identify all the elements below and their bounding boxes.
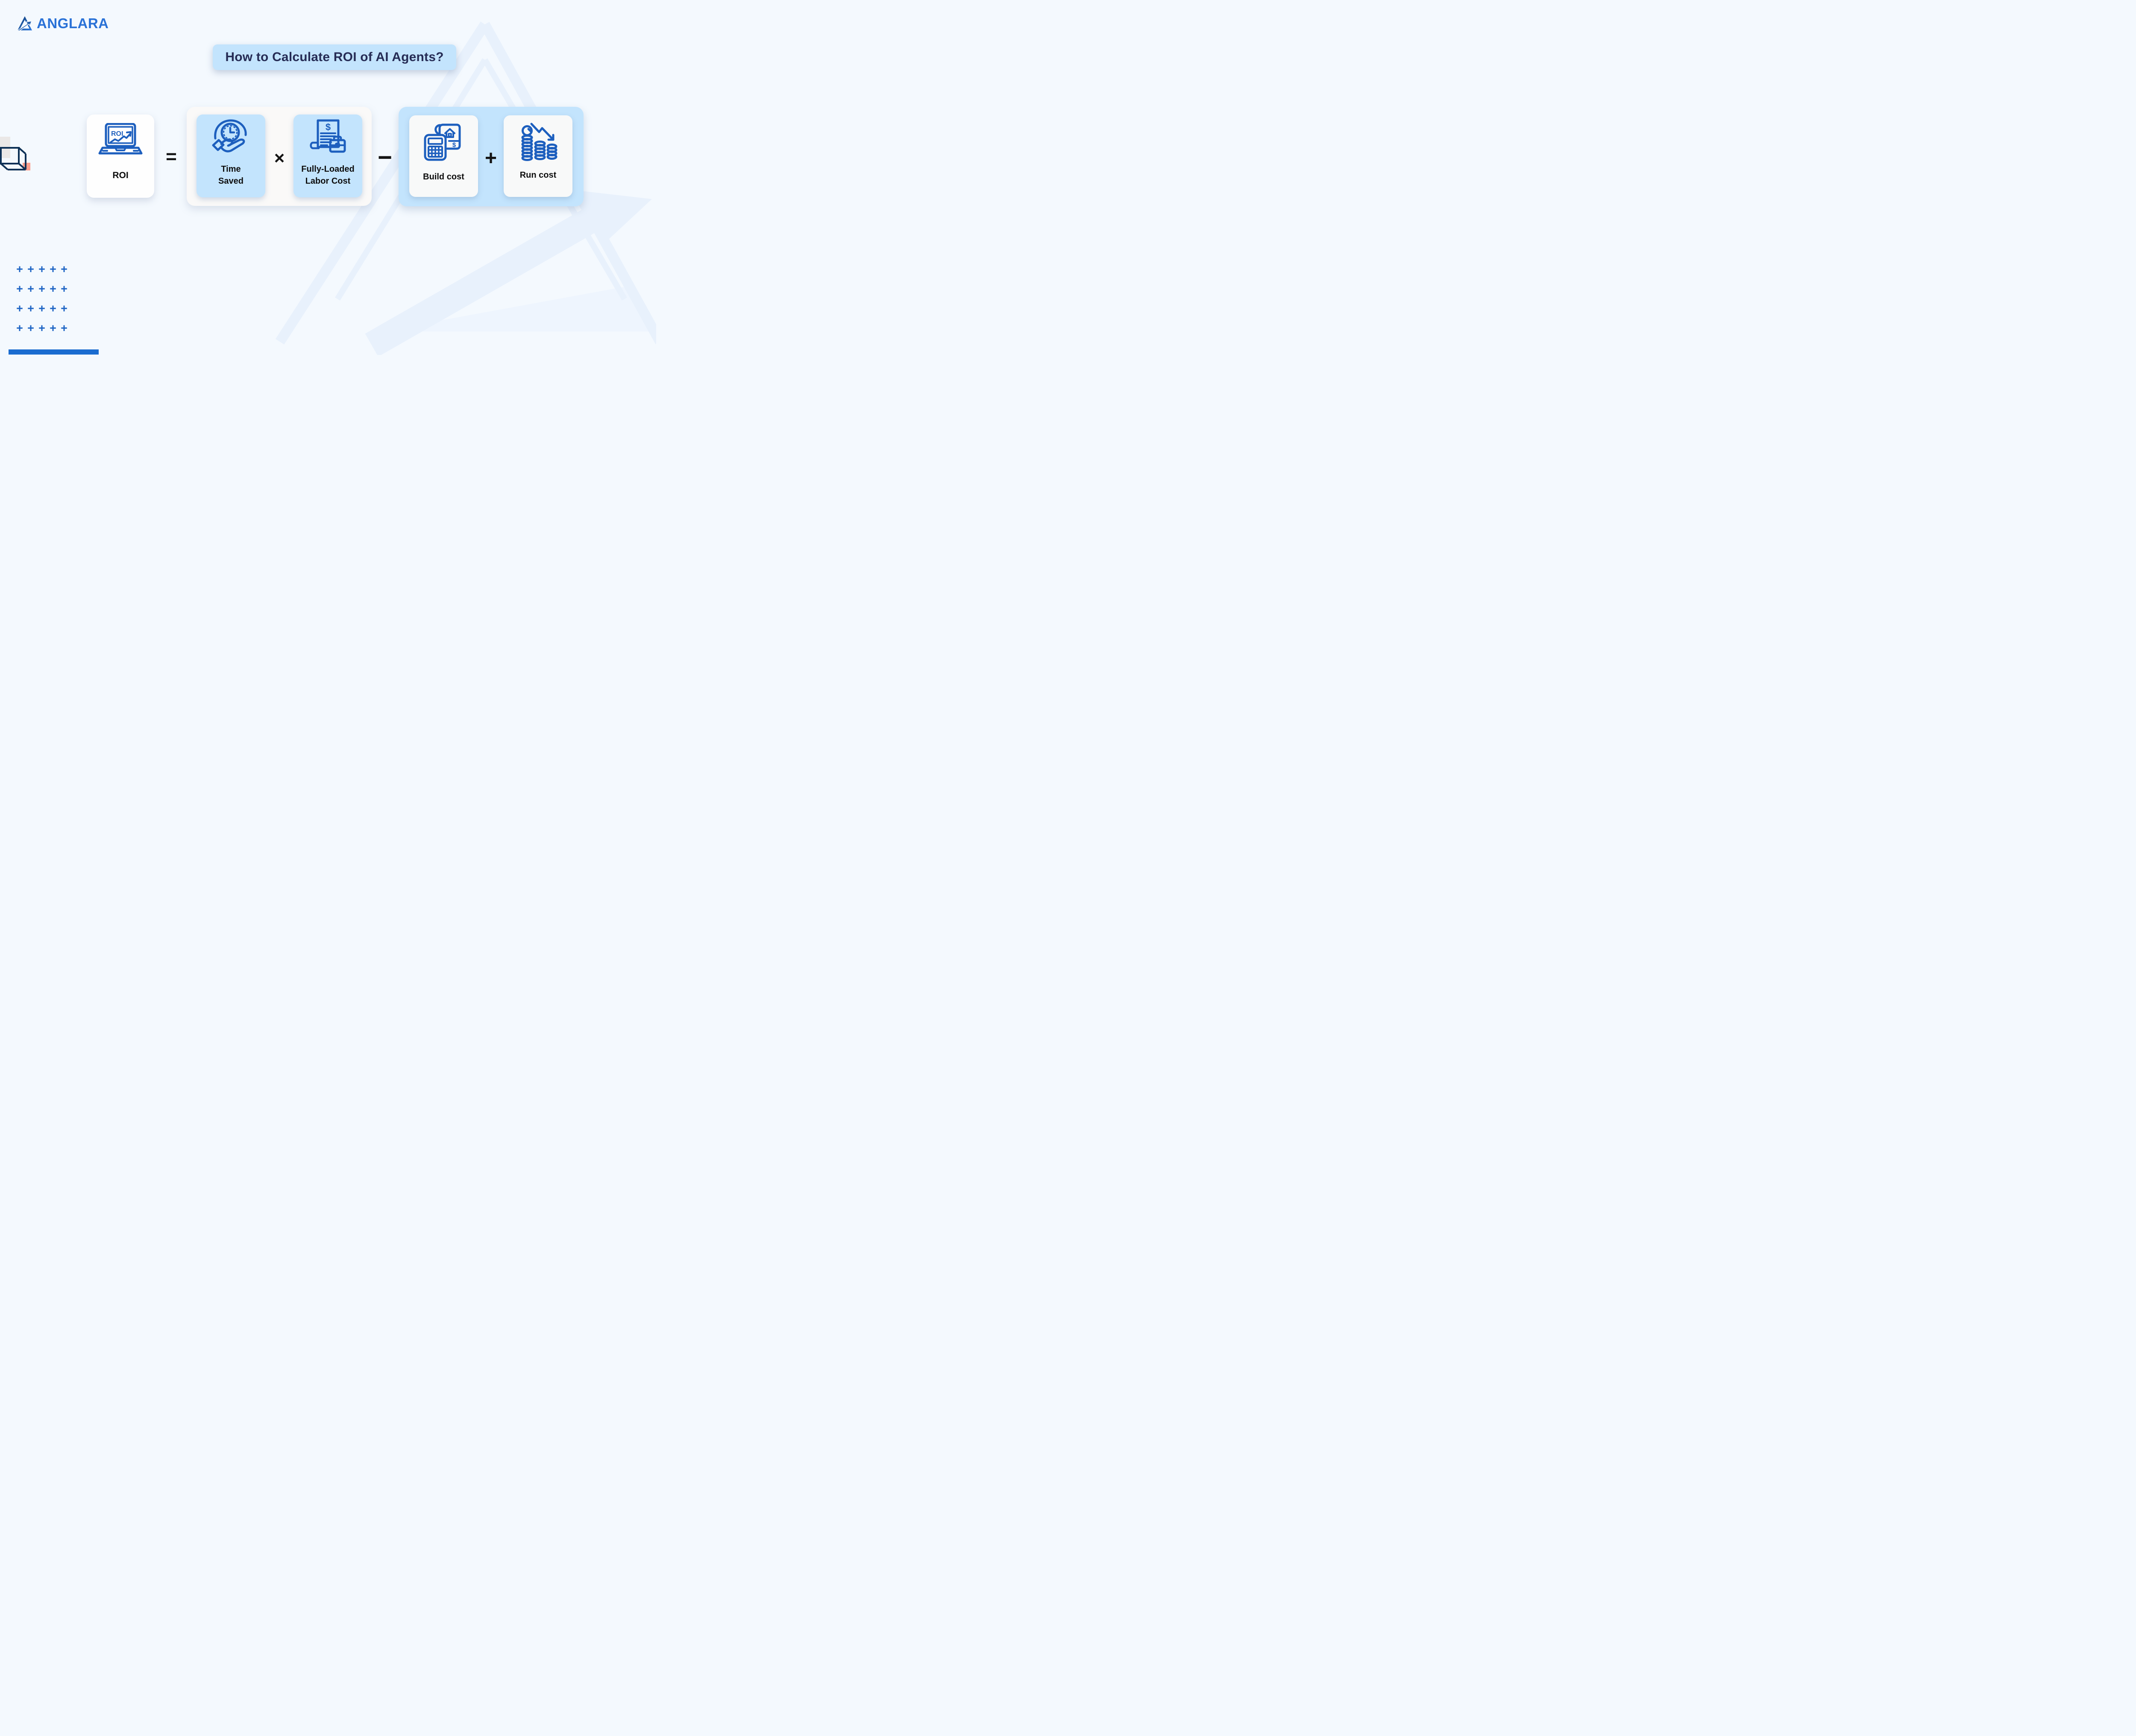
time-saved-card: Time Saved: [197, 114, 265, 197]
plus-operator: +: [484, 147, 497, 170]
plus-glyph: +: [27, 282, 34, 295]
cube-wireframe-icon: [0, 147, 26, 170]
title-banner: How to Calculate ROI of AI Agents?: [213, 44, 456, 70]
plus-glyph: +: [61, 302, 67, 315]
page-title: How to Calculate ROI of AI Agents?: [225, 50, 444, 64]
roi-laptop-icon: ROI: [98, 123, 143, 155]
plus-glyph: +: [61, 262, 67, 276]
time-saved-label: Time Saved: [218, 164, 244, 186]
roi-card-label: ROI: [112, 170, 129, 180]
plus-glyph: +: [38, 321, 45, 334]
anglara-triangle-arrow-icon: [17, 16, 32, 31]
brand-name: ANGLARA: [37, 15, 109, 31]
plus-glyph: +: [38, 262, 45, 276]
plus-glyph: +: [50, 262, 56, 276]
plus-glyph: +: [38, 282, 45, 295]
minus-operator: −: [378, 144, 392, 171]
multiply-operator: ×: [274, 148, 285, 168]
svg-text:$: $: [325, 122, 330, 132]
bottom-bar: [9, 349, 99, 355]
triangle-watermark-icon: [275, 21, 656, 355]
plus-glyph: +: [50, 282, 56, 295]
plus-glyph: +: [38, 302, 45, 315]
equals-operator: =: [166, 146, 177, 167]
build-cost-label: Build cost: [423, 172, 464, 182]
roi-card: ROI ROI: [87, 114, 154, 198]
plus-glyph: +: [50, 302, 56, 315]
plus-glyph: +: [16, 302, 23, 315]
hand-clock-icon: [212, 119, 247, 152]
plus-glyph: +: [16, 262, 23, 276]
costs-group: $ Build cost +: [399, 107, 584, 206]
plus-glyph: +: [27, 321, 34, 334]
run-cost-label: Run cost: [519, 170, 557, 180]
plus-glyph: +: [61, 282, 67, 295]
plus-glyph: +: [50, 321, 56, 334]
plus-glyph: +: [27, 262, 34, 276]
labor-cost-card: $ Fully-Loaded Labor Cost: [293, 114, 362, 197]
build-cost-card: $ Build cost: [409, 115, 478, 197]
watermark-arrow-shaft: [365, 204, 605, 355]
invoice-briefcase-icon: $: [309, 119, 346, 153]
brand-logo: ANGLARA: [17, 15, 109, 32]
plus-grid: + + + + + + + + + + + + + + + + + + + +: [14, 259, 70, 338]
svg-text:$: $: [452, 141, 456, 149]
savings-group: Time Saved × $ Fully-Loaded Labor Cost: [187, 107, 372, 206]
watermark-arrow-head: [578, 191, 652, 245]
plus-glyph: +: [27, 302, 34, 315]
svg-text:ROI: ROI: [111, 130, 123, 138]
labor-cost-label: Fully-Loaded Labor Cost: [301, 164, 355, 186]
coins-decline-icon: [521, 123, 557, 161]
plus-glyph: +: [16, 282, 23, 295]
plus-glyph: +: [16, 321, 23, 334]
calculator-document-icon: $: [424, 123, 461, 161]
infographic-canvas: ANGLARA How to Calculate ROI of AI Agent…: [0, 0, 656, 355]
plus-glyph: +: [61, 321, 67, 334]
watermark-band: [380, 285, 656, 331]
run-cost-card: Run cost: [504, 115, 572, 197]
